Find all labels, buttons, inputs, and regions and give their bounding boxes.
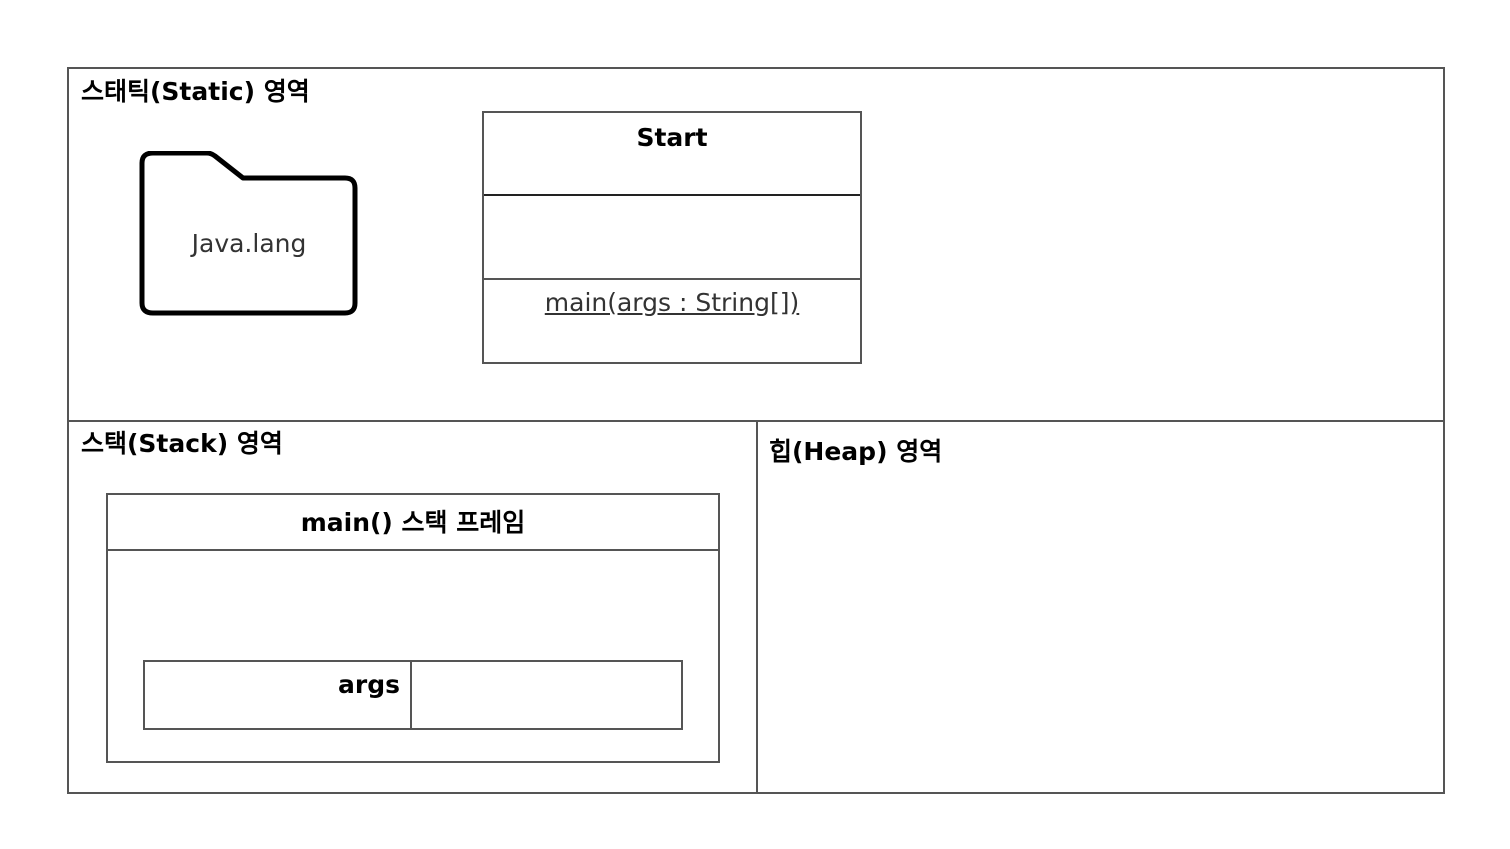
stack-region: 스택(Stack) 영역 main() 스택 프레임 args bbox=[67, 420, 758, 794]
class-operations-section: main(args : String[]) bbox=[484, 280, 860, 364]
stack-frame-title: main() 스택 프레임 bbox=[300, 508, 526, 537]
stack-frame: main() 스택 프레임 args bbox=[106, 493, 720, 763]
variable-name-cell: args bbox=[145, 662, 412, 728]
class-name-section: Start bbox=[484, 113, 860, 196]
heap-region: 힙(Heap) 영역 bbox=[756, 420, 1445, 794]
class-name: Start bbox=[636, 123, 708, 152]
heap-region-title: 힙(Heap) 영역 bbox=[769, 437, 943, 466]
variable-name: args bbox=[338, 670, 400, 699]
class-attributes-section bbox=[484, 196, 860, 280]
local-variable-args: args bbox=[143, 660, 683, 730]
static-region-title: 스태틱(Static) 영역 bbox=[81, 77, 310, 106]
class-operation: main(args : String[]) bbox=[544, 288, 800, 317]
package-folder: Java.lang bbox=[139, 151, 359, 317]
class-box-start: Start main(args : String[]) bbox=[482, 111, 862, 364]
package-label: Java.lang bbox=[191, 229, 307, 258]
stack-frame-header: main() 스택 프레임 bbox=[108, 495, 718, 551]
static-region: 스태틱(Static) 영역 Java.lang Start main(args… bbox=[67, 67, 1445, 422]
folder-icon bbox=[139, 151, 358, 316]
stack-region-title: 스택(Stack) 영역 bbox=[81, 429, 283, 458]
variable-value-cell bbox=[412, 662, 681, 728]
